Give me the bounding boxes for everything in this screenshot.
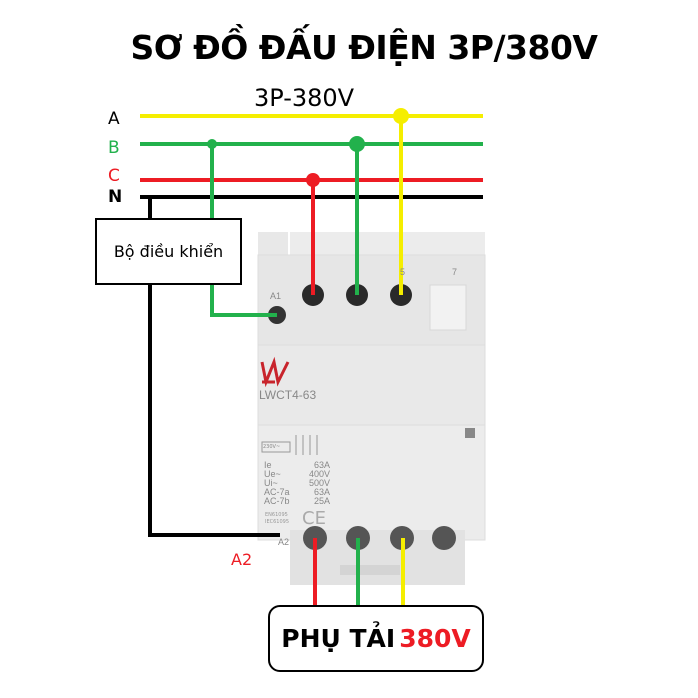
controller-box: Bộ điều khiển [95, 218, 242, 285]
spec-value: 63A [313, 460, 330, 470]
load-voltage: 380V [399, 624, 471, 653]
label-c: C [108, 166, 120, 186]
contactor [257, 232, 486, 585]
standard: IEC61095 [265, 519, 290, 525]
diagram-title: SƠ ĐỒ ĐẤU ĐIỆN 3P/380V [130, 28, 598, 67]
terminal-a2: A2 [278, 537, 290, 547]
spec-value: 400V [308, 469, 330, 479]
spec-name: Ui~ [264, 478, 278, 488]
contactor-model: LWCT4-63 [259, 388, 317, 402]
terminal-a1: A1 [270, 291, 282, 301]
spec-name: AC-7a [264, 487, 290, 497]
spec-name: AC-7b [264, 496, 290, 506]
terminal-5: 5 [400, 267, 406, 277]
spec-value: 500V [308, 478, 330, 488]
junction-c [306, 173, 320, 187]
wire-n-a2 [148, 284, 280, 537]
ce-mark: CE [302, 508, 326, 529]
label-a: A [108, 109, 120, 129]
brand-logo [260, 356, 290, 388]
a2-label: A2 [231, 550, 253, 569]
spec-name: Ie [264, 460, 272, 470]
label-b: B [108, 138, 120, 158]
diagram-subtitle: 3P-380V [254, 84, 355, 112]
standard: EN61095 [265, 512, 288, 518]
spec-value: 25A [313, 496, 330, 506]
label-n: N [108, 187, 123, 207]
junction-a [393, 108, 409, 124]
wire-controller-a1 [210, 284, 277, 317]
load-label: PHỤ TẢI [281, 624, 396, 653]
junction-b [349, 136, 365, 152]
coil-voltage: 230V~ [263, 444, 281, 450]
spec-name: Ue~ [264, 469, 281, 479]
spec-table: Ie 63A Ue~ 400V Ui~ 500V AC-7a 63A AC-7b 25A [264, 461, 330, 506]
junction-b-controller [207, 139, 217, 149]
terminal-7: 7 [452, 267, 458, 277]
spec-value: 63A [313, 487, 330, 497]
